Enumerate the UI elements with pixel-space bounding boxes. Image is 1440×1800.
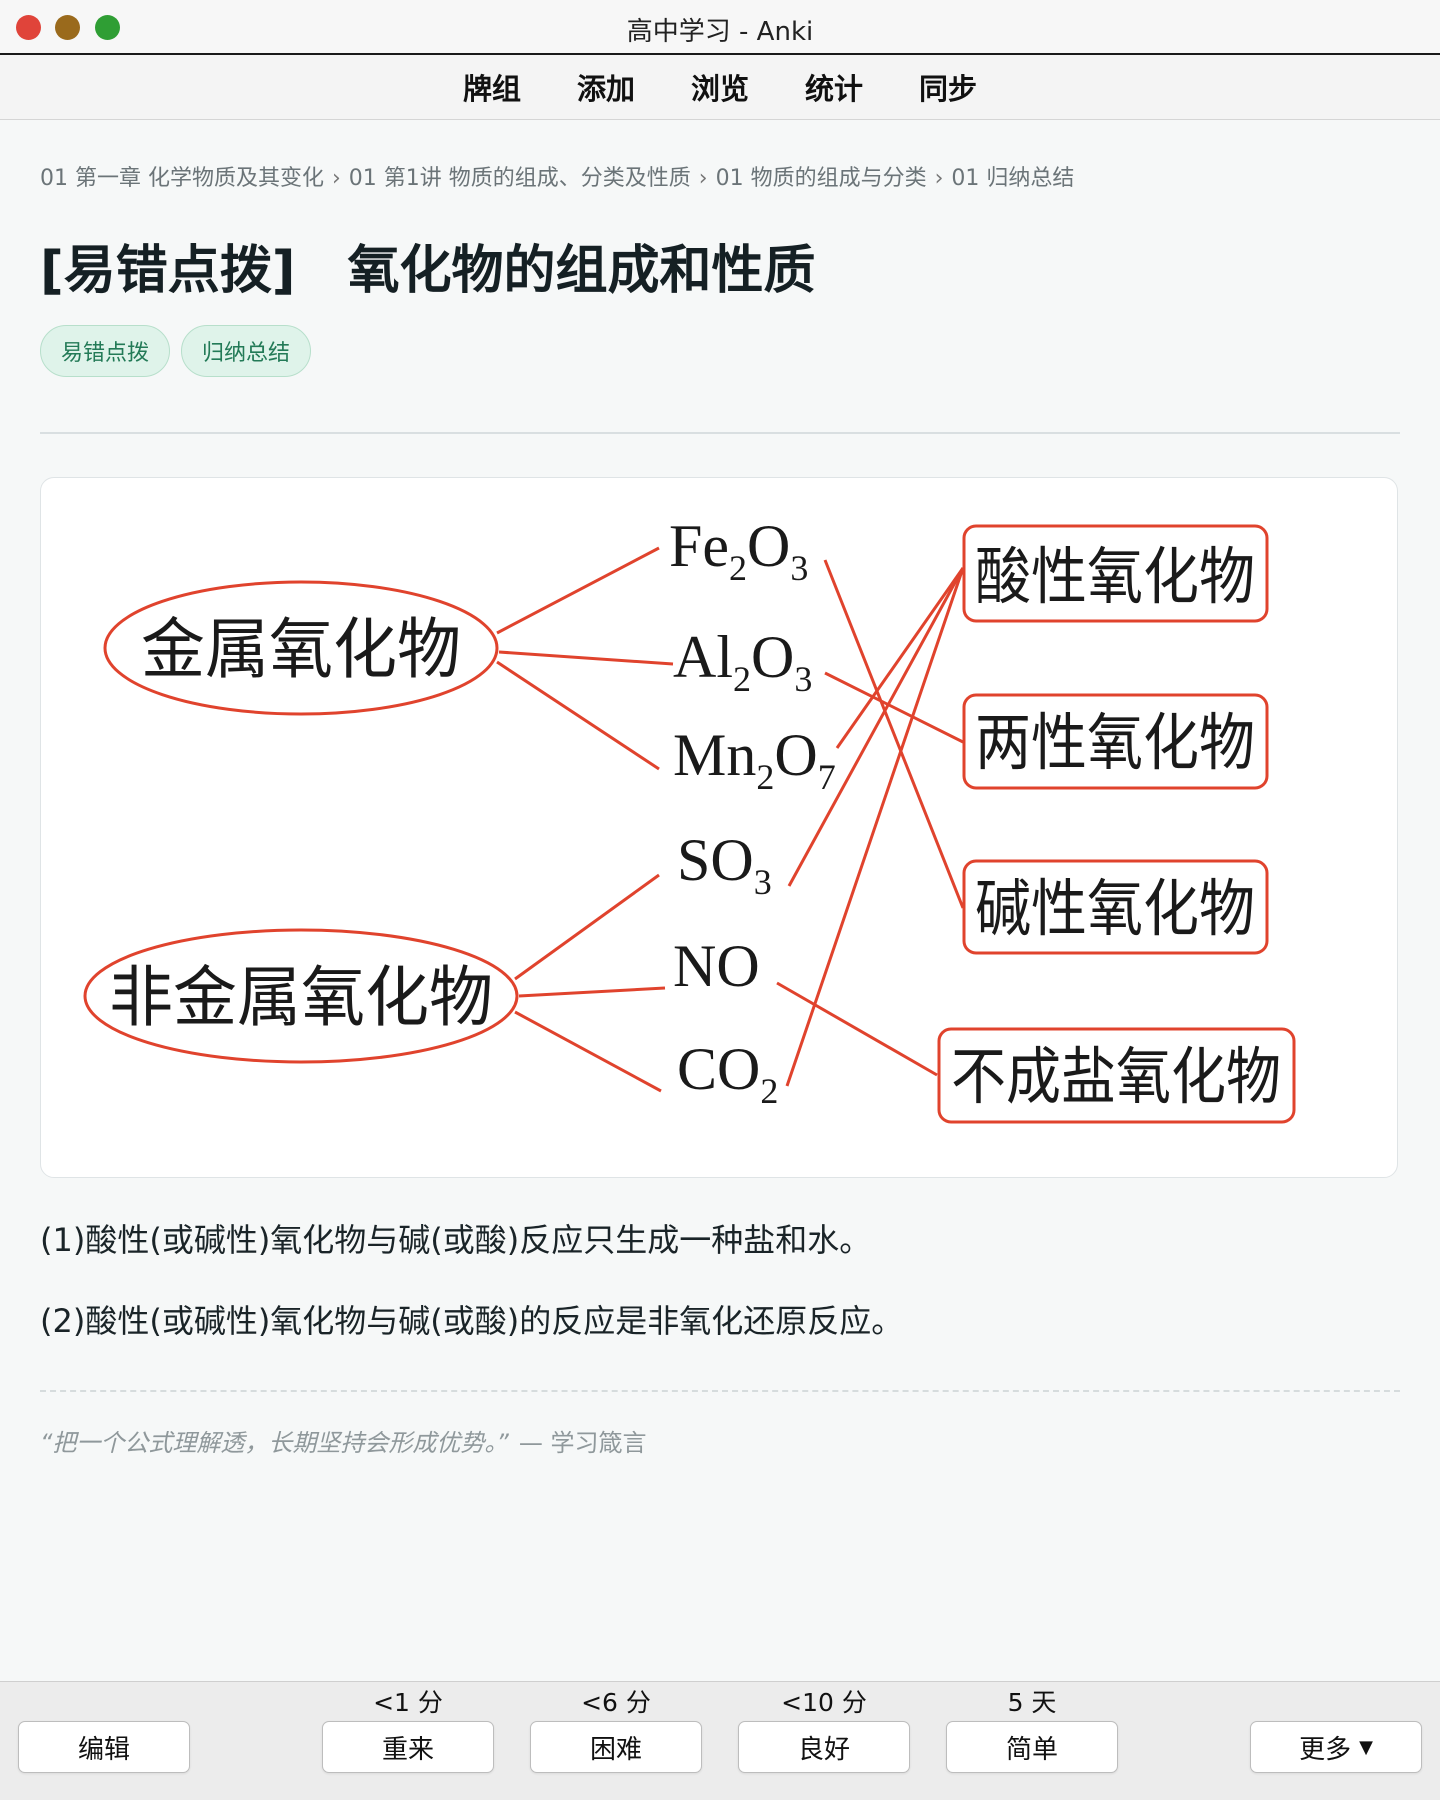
connector-line: [496, 546, 660, 635]
breadcrumb-separator: ›: [698, 166, 708, 191]
tag-chip[interactable]: 易错点拨: [40, 325, 171, 377]
breadcrumb-separator: ›: [331, 166, 341, 191]
compound-formula: CO2: [677, 1036, 778, 1111]
group-ellipse: [83, 928, 519, 1064]
breadcrumb: 01 第一章 化学物质及其变化 › 01 第1讲 物质的组成、分类及性质 › 01 物质…: [40, 160, 1074, 192]
nav-browse[interactable]: 浏览: [690, 72, 749, 106]
caret-down-icon: ▼: [1359, 1736, 1373, 1758]
connector-line: [496, 660, 660, 771]
window-title: 高中学习 - Anki: [626, 17, 814, 47]
tag-chip[interactable]: 归纳总结: [181, 325, 312, 377]
compound-formula: NO: [673, 933, 760, 999]
breadcrumb-item: 01 归纳总结: [951, 166, 1075, 191]
interval-label: <10 分: [781, 1688, 867, 1717]
connector-line: [776, 981, 938, 1077]
group-label: 非金属氧化物: [109, 962, 493, 1035]
minimize-window-button[interactable]: [55, 15, 80, 40]
oxide-classification-diagram: 金属氧化物 非金属氧化物 Fe2O3 Al2O3 Mn2O7 SO3 NO CO…: [40, 477, 1398, 1178]
good-button[interactable]: 良好: [738, 1721, 910, 1773]
main-toolbar: 牌组 添加 浏览 统计 同步: [0, 55, 1440, 120]
tag-list: 易错点拨 归纳总结: [40, 325, 312, 377]
connector-line: [785, 567, 965, 1087]
edit-button[interactable]: 编辑: [18, 1721, 190, 1773]
divider: [40, 432, 1400, 434]
group-ellipse: [103, 580, 499, 716]
quote-text: “把一个公式理解透，长期坚持会形成优势。”: [40, 1429, 509, 1457]
more-button-label: 更多: [1299, 1734, 1352, 1765]
breadcrumb-item: 01 第一章 化学物质及其变化: [40, 166, 324, 191]
zoom-window-button[interactable]: [95, 15, 120, 40]
hard-button[interactable]: 困难: [530, 1721, 702, 1773]
interval-label: <6 分: [581, 1688, 651, 1717]
nav-sync[interactable]: 同步: [919, 72, 978, 106]
connector-line: [824, 671, 964, 744]
connector-line: [498, 650, 674, 666]
compound-formula: SO3: [677, 827, 772, 902]
more-button[interactable]: 更多 ▼: [1250, 1721, 1422, 1773]
connector-line: [518, 986, 666, 998]
category-box: [962, 524, 1269, 623]
title-bar: 高中学习 - Anki: [0, 0, 1440, 55]
note-line: (2)酸性(或碱性)氧化物与碱(或酸)的反应是非氧化还原反应。: [40, 1302, 904, 1340]
category-label: 不成盐氧化物: [951, 1044, 1281, 1112]
category-box: [937, 1027, 1296, 1124]
breadcrumb-item: 01 物质的组成与分类: [715, 166, 927, 191]
compound-formula: Mn2O7: [673, 722, 836, 797]
breadcrumb-separator: ›: [934, 166, 944, 191]
connector-line: [835, 567, 965, 749]
diagram-svg: 金属氧化物 非金属氧化物 Fe2O3 Al2O3 Mn2O7 SO3 NO CO…: [83, 513, 1296, 1124]
compound-formula: Al2O3: [673, 624, 812, 699]
compound-formula: Fe2O3: [669, 513, 808, 588]
group-label: 金属氧化物: [141, 614, 461, 687]
breadcrumb-item: 01 第1讲 物质的组成、分类及性质: [348, 166, 691, 191]
connector-line: [787, 567, 965, 887]
interval-label: <1 分: [373, 1688, 443, 1717]
connector-line: [514, 1010, 662, 1093]
quote: “把一个公式理解透，长期坚持会形成优势。” — 学习箴言: [40, 1423, 647, 1458]
answer-bar: [0, 1681, 1440, 1800]
category-label: 酸性氧化物: [975, 544, 1255, 612]
category-box: [962, 693, 1269, 790]
category-label: 碱性氧化物: [975, 876, 1255, 944]
again-button[interactable]: 重来: [322, 1721, 494, 1773]
card-title: [易错点拨] 氧化物的组成和性质: [40, 241, 816, 301]
easy-button[interactable]: 简单: [946, 1721, 1118, 1773]
nav-add[interactable]: 添加: [576, 72, 635, 106]
nav-stats[interactable]: 统计: [805, 72, 864, 106]
note-line: (1)酸性(或碱性)氧化物与碱(或酸)反应只生成一种盐和水。: [40, 1221, 872, 1259]
quote-source: — 学习箴言: [518, 1429, 647, 1457]
category-label: 两性氧化物: [975, 710, 1255, 778]
interval-label: 5 天: [1007, 1688, 1057, 1717]
connector-line: [823, 559, 965, 909]
close-window-button[interactable]: [16, 15, 41, 40]
dashed-divider: [40, 1390, 1400, 1392]
nav-decks[interactable]: 牌组: [462, 72, 521, 106]
connector-line: [514, 873, 660, 981]
